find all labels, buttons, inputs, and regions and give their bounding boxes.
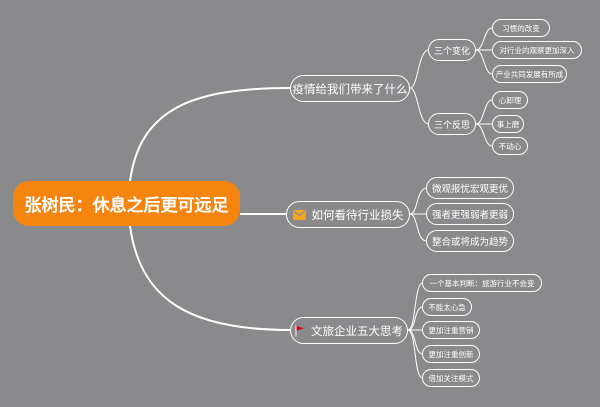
leaf-node[interactable]: 事上磨 (492, 115, 524, 133)
branch-label: 文旅企业五大思考 (311, 323, 403, 338)
red-flag-icon (295, 325, 305, 337)
leaf-node[interactable]: 不能太心急 (422, 298, 472, 316)
leaf-node[interactable]: 习惯的改变 (492, 19, 550, 37)
leaf-label: 对行业的观察更加深入 (499, 45, 575, 55)
branch-node-tourism-thoughts[interactable]: 文旅企业五大思考 (290, 317, 408, 344)
leaf-label: 微观报忧宏观更优 (432, 184, 509, 195)
root-label: 张树民：休息之后更可远足 (24, 196, 229, 216)
branch-label: 疫情给我们带来了什么 (292, 81, 408, 96)
connector-group-2-leaf-1 (475, 99, 493, 125)
leaf-node[interactable]: 对行业的观察更加深入 (492, 41, 582, 59)
envelope-icon (292, 209, 306, 220)
leaf-label: 借加关注模式 (428, 373, 474, 383)
connector-root-branch-1 (129, 87, 291, 182)
leaf-label: 心卸理 (498, 95, 522, 105)
connector-group-1-leaf-1 (475, 27, 493, 51)
leaf-label: 更加注重创新 (428, 349, 474, 359)
leaf-node[interactable]: 更加注重营销 (422, 321, 480, 339)
connector-branch-1-group-2 (409, 87, 429, 125)
connector-branch-3-item-2 (407, 306, 423, 331)
branch-node-pandemic[interactable]: 疫情给我们带来了什么 (290, 75, 410, 102)
leaf-node[interactable]: 产业共同发展有所成 (492, 65, 567, 83)
connector-root-branch-3 (129, 225, 291, 331)
branch-node-industry-loss[interactable]: 如何看待行业损失 (286, 201, 410, 228)
connector-branch-3-item-5 (407, 329, 423, 379)
leaf-label: 更加注重营销 (428, 325, 474, 335)
connector-branch-2-item-1 (409, 187, 427, 215)
leaf-label: 事上磨 (496, 119, 520, 129)
leaf-node[interactable]: 更加注重创新 (422, 345, 480, 363)
leaf-label: 不动心 (498, 141, 522, 151)
leaf-node[interactable]: 一个基本判断：旅游行业不会变 (422, 274, 542, 292)
leaf-node[interactable]: 借加关注模式 (422, 369, 480, 387)
group-node-three-changes[interactable]: 三个变化 (428, 39, 476, 61)
leaf-node[interactable]: 心卸理 (492, 91, 528, 109)
group-label: 三个反思 (434, 120, 471, 131)
connector-group-1-leaf-3 (475, 49, 493, 75)
connector-branch-3-item-1 (407, 282, 423, 331)
leaf-node[interactable]: 强者更强弱者更弱 (426, 203, 514, 225)
connector-branch-1-group-1 (409, 49, 429, 89)
leaf-label: 习惯的改变 (502, 23, 540, 33)
branch-label: 如何看待行业损失 (311, 207, 404, 222)
connector-group-2-leaf-3 (475, 123, 493, 147)
leaf-node[interactable]: 整合或将成为趋势 (426, 230, 514, 252)
connector-branch-2-item-3 (409, 213, 427, 242)
leaf-label: 不能太心急 (428, 302, 466, 312)
leaf-label: 强者更强弱者更弱 (432, 210, 509, 221)
leaf-node[interactable]: 微观报忧宏观更优 (426, 177, 514, 199)
leaf-label: 产业共同发展有所成 (495, 69, 564, 79)
leaf-node[interactable]: 不动心 (492, 137, 528, 155)
leaf-label: 一个基本判断：旅游行业不会变 (429, 278, 535, 288)
group-label: 三个变化 (434, 46, 471, 57)
root-node[interactable]: 张树民：休息之后更可远足 (13, 181, 240, 226)
group-node-three-reflections[interactable]: 三个反思 (428, 113, 476, 135)
leaf-label: 整合或将成为趋势 (432, 237, 509, 248)
